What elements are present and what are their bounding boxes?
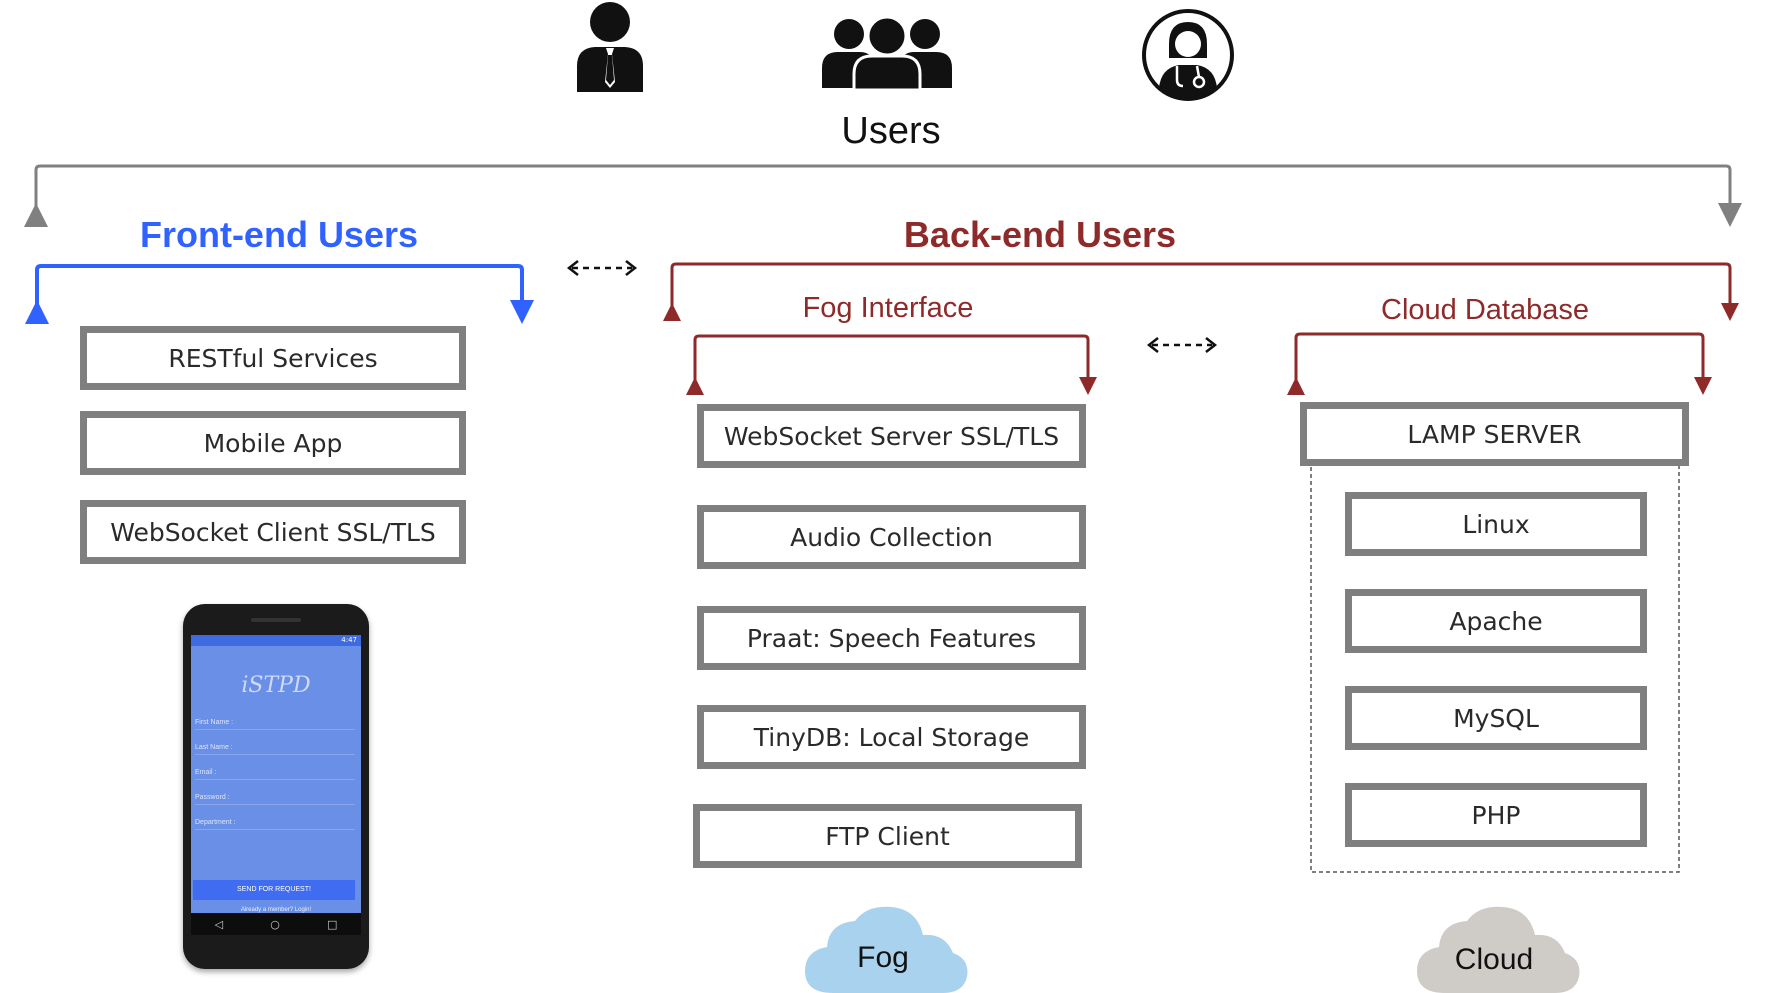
- phone-field-email: Email :: [195, 769, 355, 780]
- phone-speaker: [251, 618, 301, 622]
- front-end-box-websocket-client: WebSocket Client SSL/TLS: [80, 500, 466, 564]
- fog-bracket: [686, 334, 1097, 395]
- phone-send-request-button: SEND FOR REQUEST!: [193, 880, 355, 900]
- cloud-icon: [1417, 906, 1580, 993]
- front-end-box-restful: RESTful Services: [80, 326, 466, 390]
- phone-login-link: Already a member? Login!: [240, 907, 312, 913]
- users-bracket: [24, 164, 1742, 227]
- phone-field-password: Password :: [195, 794, 355, 805]
- front-end-bracket: [25, 264, 534, 324]
- back-icon: ◁: [214, 917, 224, 931]
- front-back-double-arrow: [566, 260, 638, 276]
- phone-field-first-name: First Name :: [195, 719, 355, 730]
- fog-box-websocket-server: WebSocket Server SSL/TLS: [697, 404, 1086, 468]
- fog-box-audio-collection: Audio Collection: [697, 505, 1086, 569]
- fog-box-ftp-client: FTP Client: [693, 804, 1082, 868]
- businessman-icon: [577, 2, 643, 92]
- phone-screen: 4:47 iSTPD First Name : Last Name : Emai…: [191, 635, 361, 913]
- fog-cloud-double-arrow: [1146, 337, 1218, 353]
- users-title: Users: [841, 110, 941, 152]
- recents-icon: □: [327, 917, 338, 931]
- group-icon: [822, 16, 952, 90]
- fog-box-tinydb: TinyDB: Local Storage: [697, 705, 1086, 769]
- cloud-bracket: [1287, 332, 1712, 395]
- cloud-database-title: Cloud Database: [1381, 294, 1589, 326]
- stack-box-php: PHP: [1345, 783, 1647, 847]
- stack-box-mysql: MySQL: [1345, 686, 1647, 750]
- fog-cloud-icon: [805, 906, 968, 993]
- phone-field-last-name: Last Name :: [195, 744, 355, 755]
- doctor-icon: [1142, 9, 1234, 101]
- back-end-bracket: [663, 262, 1739, 321]
- stack-box-apache: Apache: [1345, 589, 1647, 653]
- fog-interface-title: Fog Interface: [802, 292, 974, 324]
- phone-field-department: Department :: [195, 819, 355, 830]
- front-end-box-mobile-app: Mobile App: [80, 411, 466, 475]
- phone-nav-bar: ◁ ○ □: [191, 913, 361, 935]
- mobile-phone-image: 4:47 iSTPD First Name : Last Name : Emai…: [183, 604, 369, 969]
- fog-box-praat: Praat: Speech Features: [697, 606, 1086, 670]
- cloud-label: Cloud: [1454, 943, 1534, 976]
- back-end-title: Back-end Users: [903, 214, 1177, 255]
- front-end-title: Front-end Users: [139, 214, 419, 255]
- lamp-server-box: LAMP SERVER: [1300, 402, 1689, 466]
- stack-box-linux: Linux: [1345, 492, 1647, 556]
- phone-app-logo: iSTPD: [241, 673, 311, 698]
- fog-cloud-label: Fog: [857, 941, 909, 974]
- home-icon: ○: [270, 917, 280, 931]
- phone-status-bar: 4:47: [191, 635, 361, 646]
